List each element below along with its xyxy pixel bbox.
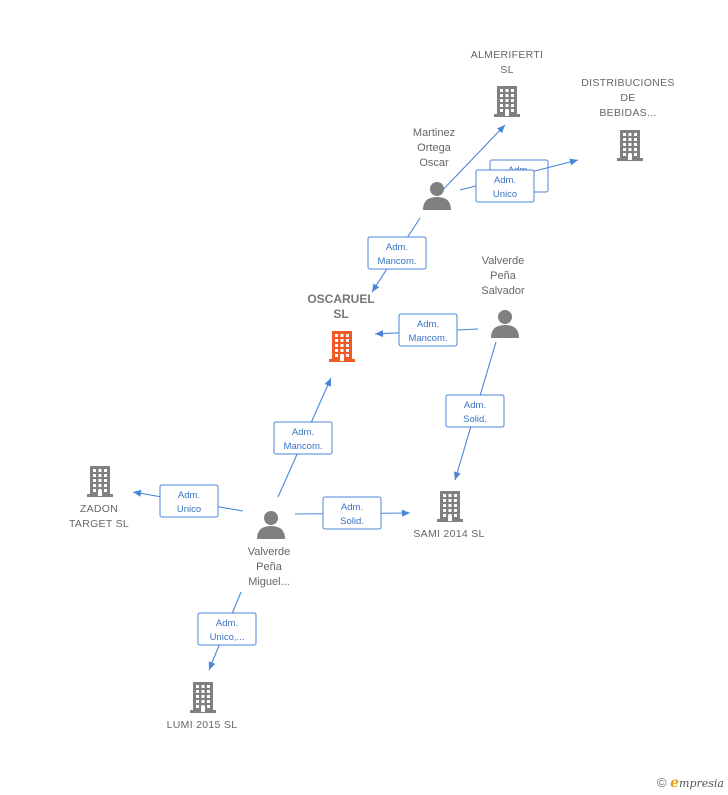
- edge-role-label[interactable]: Adm. Solid.: [445, 394, 505, 428]
- edge-arrowhead: [324, 378, 331, 387]
- node-zadon[interactable]: ZADON TARGET SL: [69, 466, 129, 530]
- person-icon[interactable]: [423, 182, 451, 210]
- edge-role-label[interactable]: Adm. Mancom.: [367, 236, 427, 270]
- node-miguel[interactable]: ValverdePeñaMiguel...: [248, 511, 291, 588]
- edge-arrowhead: [372, 283, 380, 292]
- edge-label-text: Mancom.: [283, 441, 322, 452]
- edge-label-box: [322, 496, 382, 530]
- node-label: SL: [500, 64, 513, 76]
- node-label: BEBIDAS...: [599, 107, 656, 119]
- edge-miguel-to-oscaruel: Adm. Mancom.: [273, 377, 333, 498]
- edge-label-text: Adm.: [178, 490, 200, 501]
- edge-label-box: [197, 612, 257, 646]
- edge-role-label[interactable]: Adm. Unico: [475, 169, 535, 203]
- edge-label-box: [273, 421, 333, 455]
- building-icon[interactable]: [437, 491, 463, 522]
- edge-label-box: [445, 394, 505, 428]
- edge-arrowhead: [496, 125, 505, 134]
- node-label: DE: [620, 92, 635, 104]
- edge-label-text: Adm.: [494, 175, 516, 186]
- node-label: Martinez: [413, 127, 455, 139]
- edge-salvador-to-sami: Adm. Solid.: [445, 341, 505, 481]
- edge-arrowhead: [569, 158, 578, 166]
- node-label: Peña: [256, 561, 283, 573]
- building-icon[interactable]: [87, 466, 113, 497]
- edge-label-box: [475, 169, 535, 203]
- edge-line: [436, 124, 506, 197]
- edge-label-text: Adm.: [386, 242, 408, 253]
- node-distribuciones[interactable]: DISTRIBUCIONES DE BEBIDAS...: [581, 77, 674, 161]
- node-label: SL: [333, 307, 348, 321]
- node-label: Valverde: [248, 546, 291, 558]
- edge-label-box: [159, 484, 219, 518]
- node-label: LUMI 2015 SL: [167, 719, 238, 731]
- nodes-layer: ALMERIFERTI SL DISTRIBUCIONES DE BEBIDAS... M…: [69, 49, 674, 731]
- edges-layer: Adm.UnicoAdm.UnicoAdm.Mancom.Adm.Mancom.…: [132, 124, 579, 671]
- edge-role-label[interactable]: Adm. Mancom.: [398, 313, 458, 347]
- edge-label-text: Adm.: [464, 400, 486, 411]
- edge-role-label[interactable]: Adm. Solid.: [322, 496, 382, 530]
- node-label: Peña: [490, 270, 517, 282]
- edge-role-label[interactable]: Adm. Unico,...: [197, 612, 257, 646]
- edge-miguel-to-lumi: Adm. Unico,...: [197, 591, 257, 671]
- edge-miguel-to-sami: Adm. Solid.: [294, 496, 411, 530]
- edge-label-text: Solid.: [340, 516, 364, 527]
- edge-label-text: Adm.: [292, 427, 314, 438]
- node-label: OSCARUEL: [307, 292, 374, 306]
- node-label: SAMI 2014 SL: [413, 528, 484, 540]
- node-label: Salvador: [481, 285, 525, 297]
- node-sami[interactable]: SAMI 2014 SL: [413, 491, 484, 540]
- edge-label-text: Adm.: [216, 618, 238, 629]
- person-icon[interactable]: [257, 511, 285, 539]
- edge-label-text: Adm.: [417, 319, 439, 330]
- edge-arrowhead: [375, 330, 384, 338]
- edge-label-box: [398, 313, 458, 347]
- edge-label-text: Adm.: [341, 502, 363, 513]
- node-label: Oscar: [419, 157, 449, 169]
- building-icon[interactable]: [190, 682, 216, 713]
- edge-arrowhead: [453, 471, 461, 480]
- edge-label-box: [367, 236, 427, 270]
- node-label: ALMERIFERTI: [471, 49, 544, 61]
- edge-arrowhead: [133, 489, 142, 497]
- node-lumi[interactable]: LUMI 2015 SL: [167, 682, 238, 731]
- edge-role-label[interactable]: Adm. Mancom.: [273, 421, 333, 455]
- edge-arrowhead: [208, 661, 216, 670]
- building-icon[interactable]: [329, 331, 355, 362]
- building-icon[interactable]: [494, 86, 520, 117]
- node-label: Ortega: [417, 142, 452, 154]
- edge-label-text: Mancom.: [377, 256, 416, 267]
- edge-miguel-to-zadon: Adm. Unico: [132, 484, 244, 518]
- node-label: DISTRIBUCIONES: [581, 77, 674, 89]
- building-icon[interactable]: [617, 130, 643, 161]
- node-almeriferti[interactable]: ALMERIFERTI SL: [471, 49, 544, 117]
- node-label: ZADON: [80, 503, 118, 515]
- edge-role-label[interactable]: Adm. Unico: [159, 484, 219, 518]
- edge-salvador-to-oscaruel: Adm. Mancom.: [374, 313, 479, 347]
- edge-label-text: Solid.: [463, 414, 487, 425]
- node-label: Miguel...: [248, 576, 290, 588]
- edge-label-text: Unico,...: [210, 632, 245, 643]
- edge-label-text: Unico: [177, 504, 201, 515]
- brand-logo[interactable]: empresia: [670, 775, 724, 791]
- edge-label-text: Mancom.: [408, 333, 447, 344]
- edge-martinez-to-oscaruel: Adm. Mancom.: [367, 217, 427, 293]
- person-icon[interactable]: [491, 310, 519, 338]
- node-label: Valverde: [482, 255, 525, 267]
- edge-martinez-to-distribuciones: Adm. Unico: [459, 158, 579, 203]
- edge-label-text: Unico: [493, 189, 517, 200]
- node-label: TARGET SL: [69, 518, 129, 530]
- edge-arrowhead: [401, 509, 410, 517]
- copyright-symbol: ©: [656, 775, 667, 790]
- footer-brand: © empresia: [657, 775, 724, 791]
